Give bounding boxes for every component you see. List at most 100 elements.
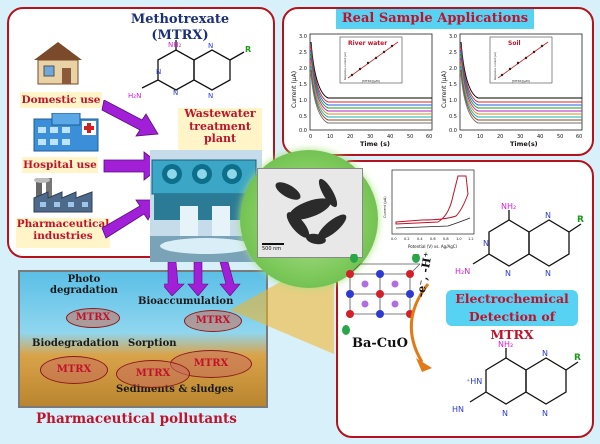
product-r: R <box>574 353 581 363</box>
real-sample-title: Real Sample Applications <box>336 9 534 29</box>
photo-label: Photo degradation <box>50 274 118 296</box>
right-xtick-0: 0 <box>459 134 462 140</box>
cv-xtick-2: 0.4 <box>417 237 423 241</box>
photo-line2: degradation <box>50 285 118 296</box>
reactant-n-4: N <box>545 269 551 278</box>
sem-image: 500 nm <box>257 168 363 258</box>
river-inset-title: River water <box>348 40 387 47</box>
product-n-2: N <box>542 349 548 358</box>
pollutants-panel: Photo degradation Bioaccumulation Biodeg… <box>18 270 268 408</box>
mtrx-title-line2: (MTRX) <box>151 28 209 44</box>
cv-xtick-0: 0.0 <box>391 237 397 241</box>
product-hn: HN <box>452 405 464 414</box>
electro-line2: Detection of MTRX <box>468 309 556 342</box>
mtrx-title: Methotrexate (MTRX) <box>120 12 240 45</box>
photo-line1: Photo <box>67 274 101 285</box>
cv-plot: Current (μA) Potential (V) vs. Ag/AgCl 0… <box>383 169 475 249</box>
left-ytick-6: 0.0 <box>299 128 307 134</box>
wwtp-line2: treatment <box>189 119 251 133</box>
product-hn-plus: ⁺HN <box>466 377 482 386</box>
mtrx-molecule-reactant: NH₂ H₂N R N N N N <box>455 202 584 278</box>
river-curves <box>310 41 432 124</box>
cv-ylabel: Current (μA) <box>383 196 387 218</box>
mol-n-3: N <box>208 42 213 50</box>
factory-icon <box>33 178 93 213</box>
reactant-h2n: H₂N <box>455 267 470 276</box>
right-xtick-2: 20 <box>497 134 503 140</box>
cv-xlabel: Potential (V) vs. Ag/AgCl <box>408 244 457 249</box>
mtrx-bubble-2: MTRX <box>184 310 242 332</box>
soil-curves <box>460 41 582 124</box>
right-xtick-1: 10 <box>477 134 483 140</box>
river-water-chart: River water Response current (μA) [MTRX]… <box>291 33 433 148</box>
right-ytick-1: 2.5 <box>449 50 457 56</box>
soil-inset-title: Soil <box>508 40 521 47</box>
left-xtick-4: 40 <box>387 134 393 140</box>
mtrx-molecule-top: NH₂ H₂N R N N N N <box>128 40 251 100</box>
mtrx-bubble-1: MTRX <box>66 308 120 328</box>
electro-detection-box: Electrochemical Detection of MTRX <box>446 290 578 342</box>
right-xlabel: Time(s) <box>510 140 538 148</box>
cv-xtick-1: 0.2 <box>404 237 410 241</box>
left-ylabel: Current (μA) <box>291 71 298 108</box>
cv-xtick-6: 1.2 <box>468 237 474 241</box>
pollutants-footer: Pharmaceutical pollutants <box>36 411 237 427</box>
left-ytick-2: 2.0 <box>299 66 307 72</box>
pharma-label-line2: industries <box>33 230 93 243</box>
sem-scale-label: 500 nm <box>262 246 282 252</box>
biodegradation-label: Biodegradation <box>32 338 119 349</box>
left-ytick-0: 3.0 <box>299 34 307 40</box>
hospital-label: Hospital use <box>22 157 98 173</box>
left-ytick-4: 1.0 <box>299 98 307 104</box>
reactant-r: R <box>577 215 584 225</box>
cv-xtick-4: 0.8 <box>443 237 449 241</box>
left-ytick-1: 2.5 <box>299 50 307 56</box>
left-xtick-5: 50 <box>407 134 413 140</box>
mtrx-molecule-product: NH₂ ⁺HN HN R N N N <box>452 340 581 418</box>
mol-r-label: R <box>245 45 251 54</box>
right-inset-ylabel: Response current (μA) <box>493 52 497 80</box>
left-xlabel: Time (s) <box>360 140 390 148</box>
bioaccumulation-label: Bioaccumulation <box>138 296 234 307</box>
right-ytick-6: 0.0 <box>449 128 457 134</box>
left-xtick-0: 0 <box>309 134 312 140</box>
mol-nh2-label: NH₂ <box>168 41 182 49</box>
sorption-label: Sorption <box>128 338 177 349</box>
house-icon <box>34 42 82 85</box>
product-n-1: N <box>502 409 508 418</box>
left-ytick-3: 1.5 <box>299 82 307 88</box>
left-inset-ylabel: Response current (μA) <box>343 52 347 80</box>
pharma-label-line1: Pharmaceutical <box>16 218 110 230</box>
mol-n-2: N <box>173 89 178 97</box>
reactant-n-3: N <box>545 211 551 220</box>
sediments-label: Sediments & sludges <box>116 384 234 395</box>
wwtp-line1: Wastewater <box>184 107 256 120</box>
left-xtick-6: 60 <box>426 134 432 140</box>
left-xtick-2: 20 <box>347 134 353 140</box>
right-xtick-5: 50 <box>557 134 563 140</box>
sem-rods <box>262 178 347 245</box>
mol-n-4: N <box>208 92 213 100</box>
mtrx-bubble-5: MTRX <box>116 360 190 388</box>
reactant-n-1: N <box>483 239 489 248</box>
right-ytick-2: 2.0 <box>449 66 457 72</box>
reactant-n-2: N <box>505 269 511 278</box>
right-ytick-4: 1.0 <box>449 98 457 104</box>
mol-h2n-label: H₂N <box>128 92 141 100</box>
cv-xtick-3: 0.6 <box>430 237 436 241</box>
right-inset-xlabel: [MTRX](μM) <box>512 79 530 83</box>
right-xtick-3: 30 <box>517 134 523 140</box>
product-n-3: N <box>542 409 548 418</box>
product-nh2: NH₂ <box>498 340 513 349</box>
hospital-icon <box>33 113 99 152</box>
left-xtick-1: 10 <box>327 134 333 140</box>
left-xtick-3: 30 <box>367 134 373 140</box>
catalyst-label: Ba-CuO <box>352 336 408 351</box>
right-ylabel: Current (μA) <box>441 71 448 108</box>
wwtp-line3: plant <box>203 132 237 146</box>
pharma-label: Pharmaceutical industries <box>16 218 110 248</box>
right-ytick-5: 0.5 <box>449 114 457 120</box>
left-inset-xlabel: [MTRX](μM) <box>362 79 380 83</box>
electro-line1: Electrochemical <box>455 291 569 306</box>
oxidation-arrow <box>409 283 432 372</box>
